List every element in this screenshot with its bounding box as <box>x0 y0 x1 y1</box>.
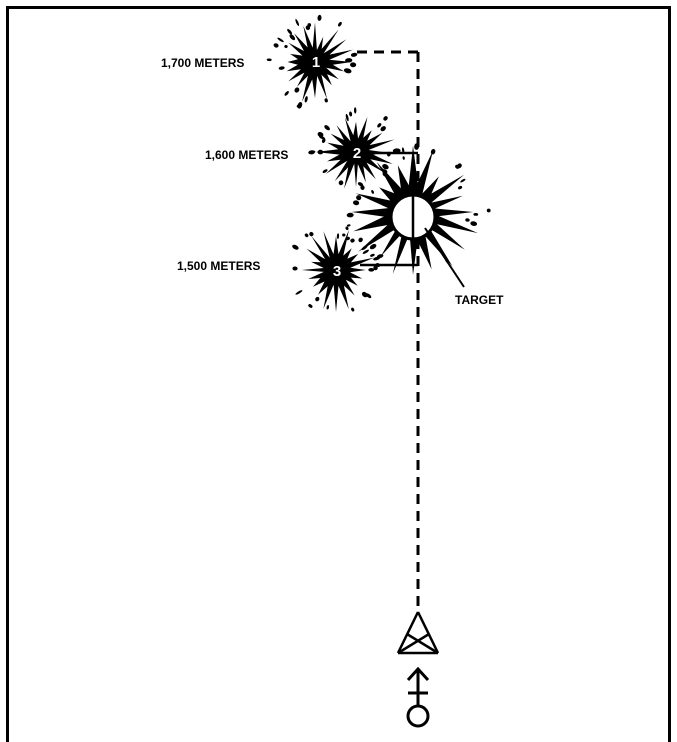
burst-2-splash <box>308 107 401 194</box>
burst-2-range-label: 1,600 METERS <box>205 148 288 162</box>
bursts-layer <box>266 14 491 312</box>
burst-3-range-label: 1,500 METERS <box>177 259 260 273</box>
figure-frame <box>6 6 671 742</box>
burst-3-splash <box>292 229 384 312</box>
observer-position-icon <box>406 666 430 728</box>
target-label: TARGET <box>455 293 504 307</box>
target-circle-icon <box>389 193 437 241</box>
burst-1-number: 1 <box>312 54 320 71</box>
target-pointer <box>424 227 465 288</box>
observer-tower-icon <box>396 611 440 655</box>
burst-1-range-label: 1,700 METERS <box>161 56 244 70</box>
burst-2-number: 2 <box>353 145 361 162</box>
burst-3-number: 3 <box>333 263 341 280</box>
burst-1-splash <box>266 14 358 109</box>
